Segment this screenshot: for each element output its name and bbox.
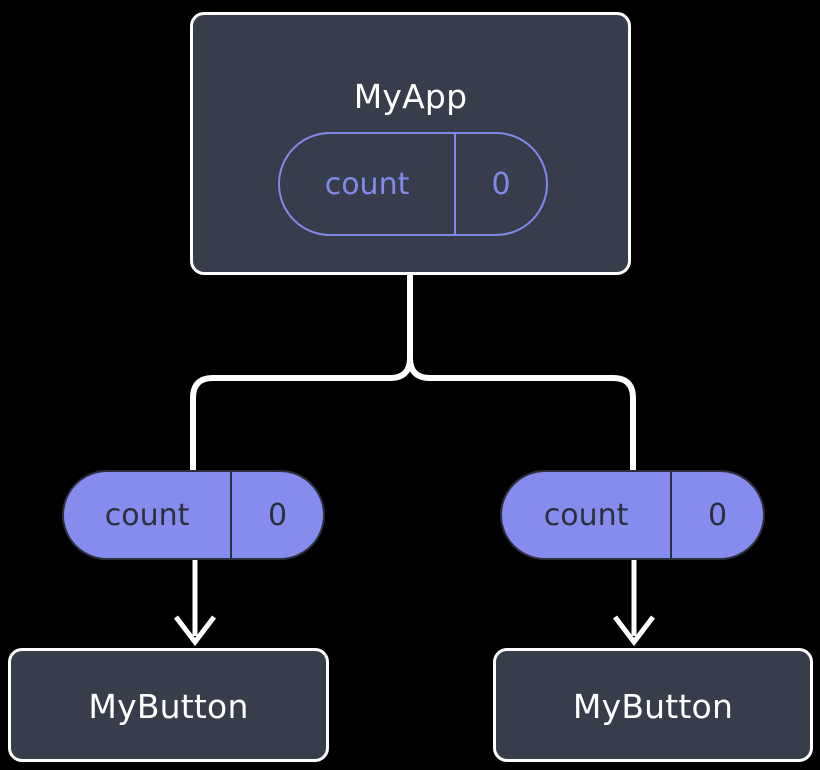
child-node-right-title: MyButton (572, 687, 734, 726)
root-state-pill[interactable]: count 0 (278, 132, 548, 236)
root-state-pill-key: count (324, 166, 410, 202)
edge-root-to-right-child (407, 272, 636, 473)
child-node-right[interactable]: MyButton (493, 648, 813, 762)
edge-root-to-left-child (190, 272, 413, 473)
right-prop-pill[interactable]: count 0 (500, 470, 765, 560)
left-prop-pill-value: 0 (230, 472, 323, 558)
arrowhead-right (613, 615, 655, 647)
root-state-pill-value: 0 (454, 134, 546, 234)
child-node-left[interactable]: MyButton (8, 648, 329, 762)
root-node-title: MyApp (353, 77, 468, 116)
right-prop-pill-value: 0 (670, 472, 763, 558)
right-prop-pill-key: count (543, 497, 629, 533)
root-node[interactable]: MyApp count 0 (190, 12, 631, 275)
arrowhead-left (174, 615, 216, 647)
left-prop-pill[interactable]: count 0 (62, 470, 325, 560)
left-prop-pill-key: count (104, 497, 190, 533)
child-node-left-title: MyButton (88, 687, 249, 726)
